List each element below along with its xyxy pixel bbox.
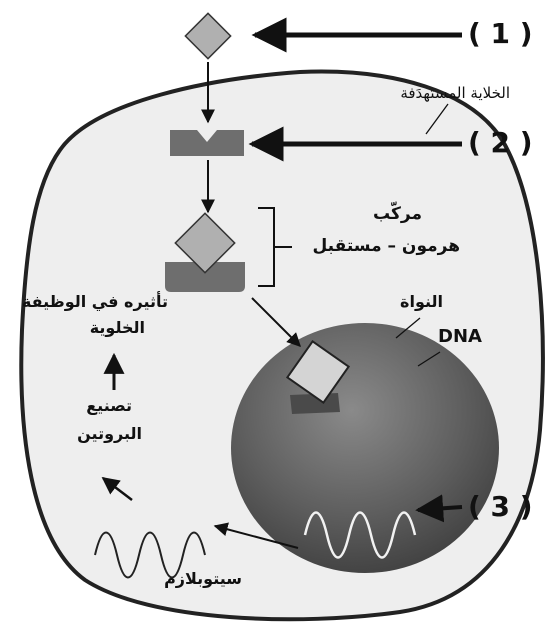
marker-2: ( 2 ): [468, 126, 533, 159]
nucleus: [231, 323, 499, 573]
hormone-diamond: [185, 13, 230, 58]
label-cell-effect-line2: الخلوية: [90, 318, 145, 337]
marker-3: ( 3 ): [468, 490, 533, 523]
label-dna: DNA: [438, 326, 482, 347]
label-cell-effect-line1: تأثيره في الوظيفة: [22, 292, 168, 311]
label-protein-line2: البروتين: [77, 424, 142, 443]
label-nucleus: النواة: [400, 292, 443, 311]
label-protein-line1: تصنيع: [86, 396, 132, 415]
label-target-cell: الخلاية المستهدَفة: [400, 84, 510, 102]
label-complex-line1: مركّب: [373, 204, 422, 224]
label-cytoplasm: سيتوبلازم: [164, 569, 242, 588]
label-complex-line2: هرمون – مستقبل: [312, 236, 460, 256]
marker-1: ( 1 ): [468, 17, 533, 50]
